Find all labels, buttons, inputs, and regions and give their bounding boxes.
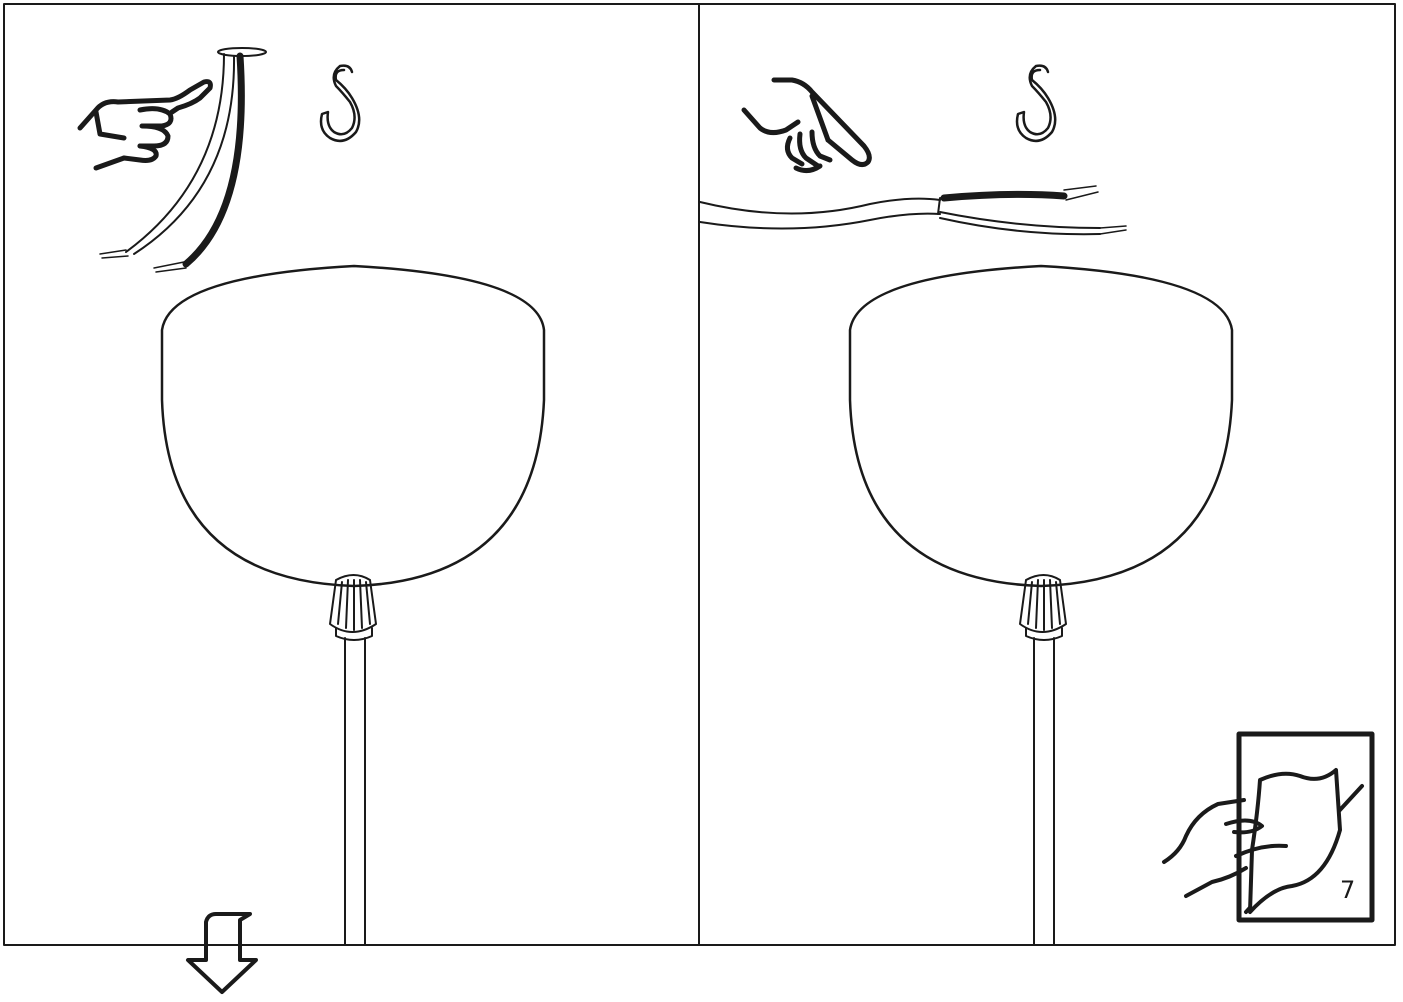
- panel-frame-left: [3, 3, 700, 946]
- turn-page-icon: [1162, 731, 1375, 923]
- ceiling-cable: [99, 47, 267, 273]
- panel-frame-right: [698, 3, 1396, 946]
- canopy: [848, 264, 1234, 588]
- pointing-hand-icon: [741, 77, 872, 174]
- ceiling-hook-icon: [319, 64, 361, 143]
- ceiling-hook-icon: [1015, 64, 1057, 143]
- cord-grip: [1019, 574, 1067, 641]
- cord-grip: [329, 574, 377, 641]
- down-arrow-icon: [186, 912, 258, 994]
- cable-horizontal: [699, 185, 1127, 236]
- page-number: 7: [1340, 876, 1356, 904]
- pointing-hand-icon: [77, 79, 213, 171]
- pendant-cord: [344, 637, 366, 945]
- pendant-cord: [1033, 637, 1055, 945]
- canopy: [160, 264, 546, 588]
